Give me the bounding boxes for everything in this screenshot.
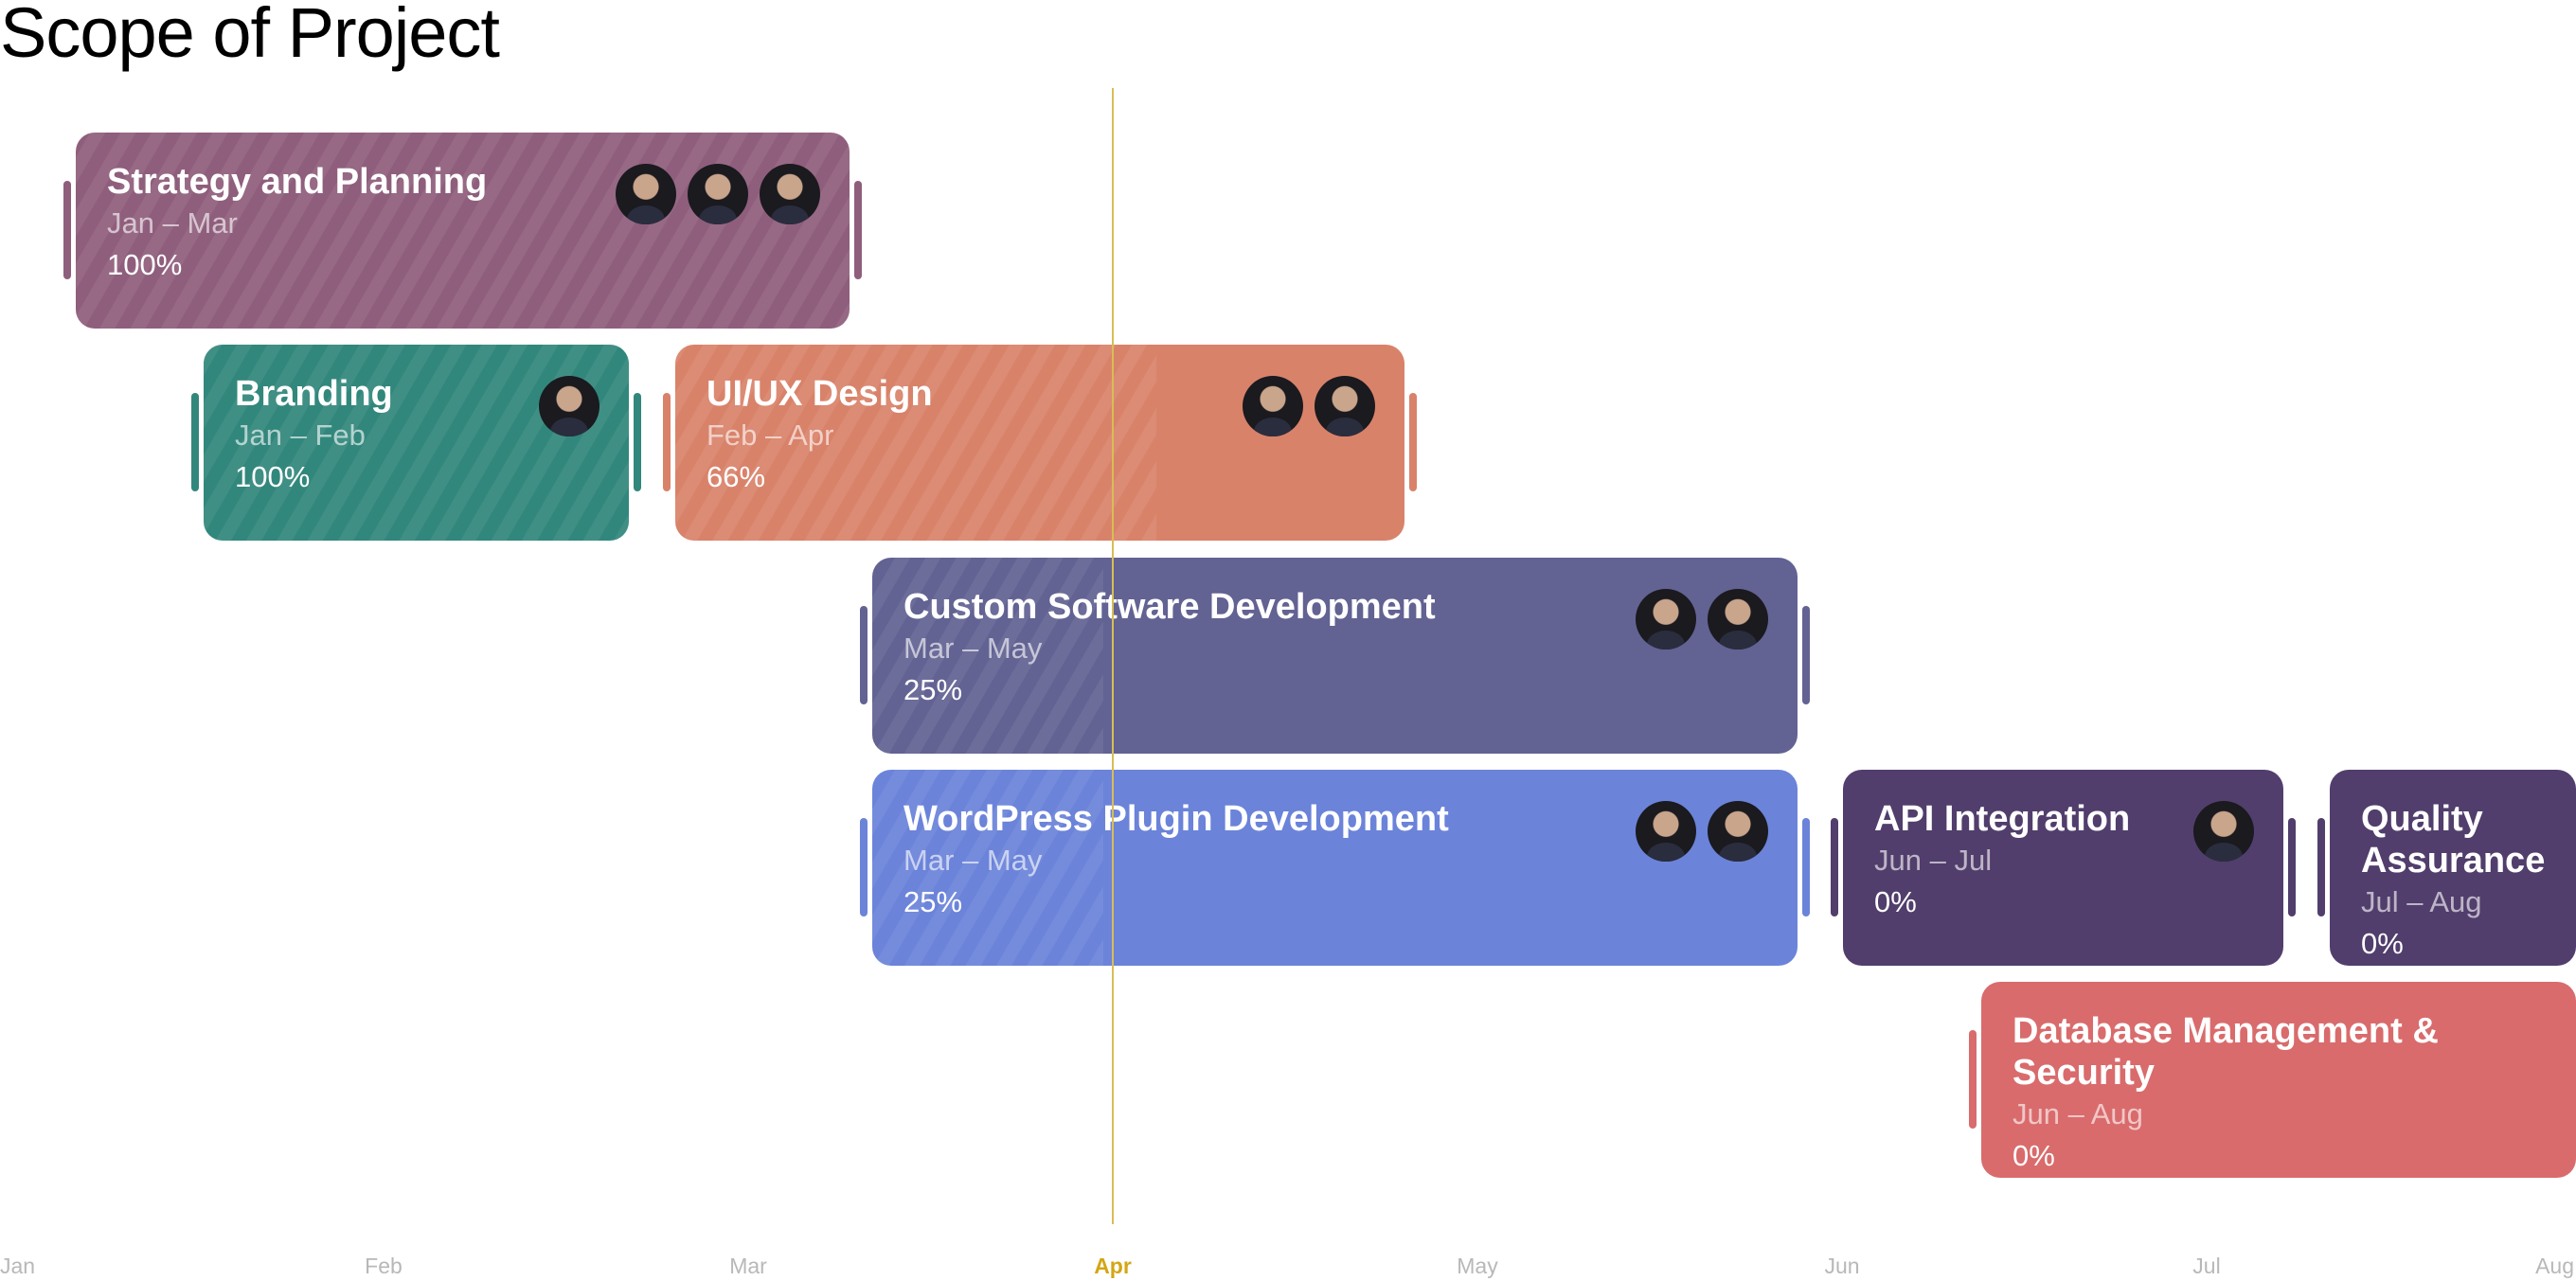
resize-handle-right[interactable] — [1802, 817, 1810, 916]
task-dates: Mar – May — [903, 843, 1043, 877]
resize-handle-right[interactable] — [2288, 817, 2296, 916]
task-name: Branding — [235, 374, 393, 415]
assignee-avatars — [2193, 800, 2254, 862]
resize-handle-left[interactable] — [860, 817, 868, 916]
task-name: WordPress Plugin Development — [903, 798, 1449, 839]
resize-handle-right[interactable] — [1802, 605, 1810, 704]
task-dates: Mar – May — [903, 631, 1043, 665]
task-progress: 0% — [2012, 1139, 2055, 1173]
month-label: Feb — [365, 1254, 402, 1278]
assignee-avatars — [1636, 800, 1768, 862]
task-name: Custom Software Development — [903, 586, 1436, 627]
resize-handle-left[interactable] — [63, 181, 71, 279]
task-progress: 0% — [1874, 884, 1917, 918]
avatar[interactable] — [1636, 800, 1696, 862]
assignee-avatars — [616, 164, 820, 224]
task-dates: Jun – Jul — [1874, 843, 1993, 877]
page-title: Scope of Project — [0, 0, 500, 72]
task-progress: 66% — [707, 460, 766, 494]
task-name: API Integration — [1874, 798, 2131, 839]
task-name: Quality Assurance — [2361, 798, 2546, 881]
month-label: Jun — [1824, 1254, 1860, 1278]
avatar[interactable] — [616, 164, 676, 224]
task-progress: 100% — [107, 248, 183, 281]
avatar[interactable] — [1243, 376, 1303, 437]
resize-handle-right[interactable] — [854, 181, 862, 279]
progress-fill — [872, 557, 1104, 754]
resize-handle-left[interactable] — [1969, 1030, 1977, 1130]
month-label: Jul — [2192, 1254, 2221, 1278]
assignee-avatars — [1636, 588, 1768, 649]
avatar[interactable] — [688, 164, 748, 224]
avatar[interactable] — [539, 376, 599, 437]
avatar[interactable] — [760, 164, 820, 224]
task-name: Database Management & Security — [2012, 1011, 2439, 1094]
progress-fill — [675, 345, 1157, 542]
task-progress: 25% — [903, 884, 963, 918]
task-dates: Jul – Aug — [2361, 884, 2482, 918]
resize-handle-right[interactable] — [1409, 393, 1417, 492]
avatar[interactable] — [1708, 588, 1768, 649]
task-name: UI/UX Design — [707, 374, 933, 415]
avatar[interactable] — [2193, 800, 2254, 862]
progress-fill — [872, 769, 1104, 966]
resize-handle-left[interactable] — [191, 393, 199, 492]
resize-handle-left[interactable] — [663, 393, 671, 492]
task-dates: Feb – Apr — [707, 418, 834, 453]
task-dates: Jan – Feb — [235, 418, 366, 453]
task-dates: Jun – Aug — [2012, 1097, 2143, 1131]
month-label: Aug — [2535, 1254, 2574, 1278]
task-name: Strategy and Planning — [107, 162, 488, 202]
resize-handle-left[interactable] — [860, 605, 868, 704]
resize-handle-right[interactable] — [634, 393, 641, 492]
today-line — [1112, 88, 1114, 1224]
assignee-avatars — [539, 376, 599, 437]
task-progress: 100% — [235, 460, 311, 494]
month-label: Jan — [0, 1254, 36, 1278]
assignee-avatars — [1243, 376, 1375, 437]
avatar[interactable] — [1315, 376, 1375, 437]
resize-handle-left[interactable] — [2317, 817, 2325, 916]
month-label: May — [1457, 1254, 1498, 1278]
resize-handle-left[interactable] — [1831, 817, 1838, 916]
avatar[interactable] — [1708, 800, 1768, 862]
task-progress: 25% — [903, 672, 963, 706]
avatar[interactable] — [1636, 588, 1696, 649]
task-dates: Jan – Mar — [107, 206, 238, 240]
month-label: Apr — [1094, 1254, 1132, 1278]
task-progress: 0% — [2361, 926, 2404, 960]
month-label: Mar — [729, 1254, 767, 1278]
